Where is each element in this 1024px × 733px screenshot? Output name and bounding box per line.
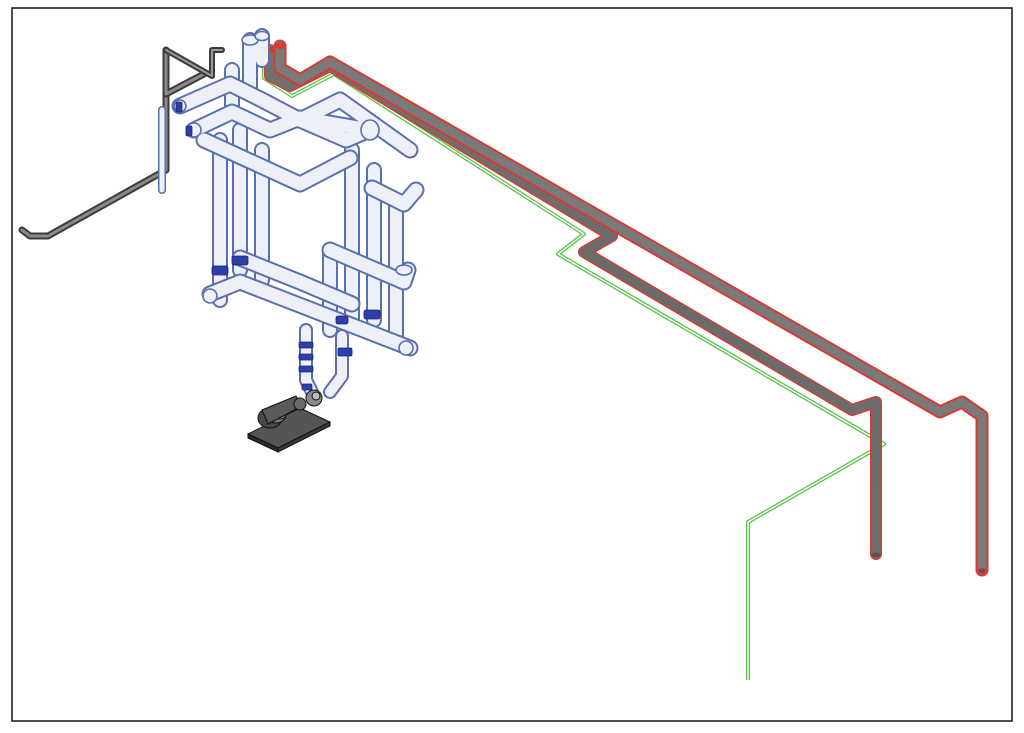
pipe-rack-manifold	[171, 28, 425, 399]
dark-duct	[18, 46, 225, 240]
valves	[175, 101, 381, 391]
pump-motor-unit	[246, 389, 332, 453]
gray-pipe	[264, 44, 882, 560]
drawing-frame	[11, 7, 1013, 722]
